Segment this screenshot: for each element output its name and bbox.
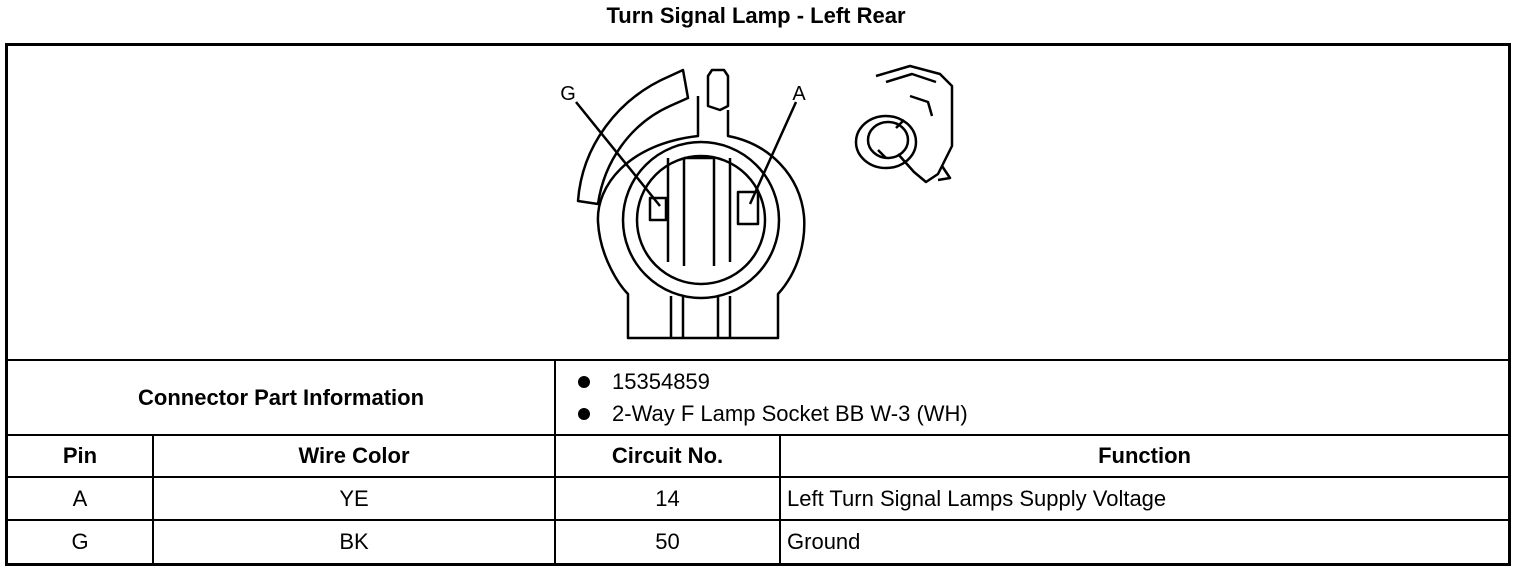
pin-label-g: G bbox=[560, 83, 576, 105]
list-item: 2-Way F Lamp Socket BB W-3 (WH) bbox=[578, 398, 1502, 430]
table-row: A YE 14 Left Turn Signal Lamps Supply Vo… bbox=[8, 476, 1509, 521]
page-title: Turn Signal Lamp - Left Rear bbox=[606, 3, 906, 28]
bullet-icon bbox=[578, 375, 591, 388]
connector-neck bbox=[669, 296, 732, 338]
connector-table: Connector Part Information 15354859 2-Wa… bbox=[8, 361, 1509, 563]
cell-wire-color: BK bbox=[151, 519, 557, 563]
connector-latch-arc bbox=[576, 68, 690, 206]
connector-part-number: 15354859 bbox=[612, 368, 710, 394]
socket-center-ribs bbox=[666, 156, 732, 266]
table-row: G BK 50 Ground bbox=[8, 519, 1509, 563]
header-wire-color: Wire Color bbox=[151, 434, 557, 478]
connector-outer-body bbox=[596, 96, 806, 340]
cell-pin: G bbox=[8, 519, 154, 563]
terminal-a bbox=[736, 190, 760, 226]
connector-description: 2-Way F Lamp Socket BB W-3 (WH) bbox=[612, 400, 968, 426]
cell-function: Ground bbox=[779, 519, 1509, 563]
cell-circuit: 50 bbox=[554, 519, 782, 563]
connector-info-label: Connector Part Information bbox=[8, 361, 557, 436]
connector-illustration: G A bbox=[560, 64, 954, 340]
list-item: 15354859 bbox=[578, 366, 1502, 398]
cell-function: Left Turn Signal Lamps Supply Voltage bbox=[779, 476, 1509, 521]
cell-wire-color: YE bbox=[151, 476, 557, 521]
connector-info-row: Connector Part Information 15354859 2-Wa… bbox=[8, 361, 1509, 436]
connector-diagram: G A bbox=[8, 46, 1508, 361]
terminal-g bbox=[648, 196, 668, 222]
leader-line-a bbox=[748, 101, 798, 205]
header-pin: Pin bbox=[8, 434, 154, 478]
cell-pin: A bbox=[8, 476, 154, 521]
socket-outer-ring bbox=[621, 140, 781, 300]
pin-label-a: A bbox=[792, 83, 806, 105]
connector-info-list: 15354859 2-Way F Lamp Socket BB W-3 (WH) bbox=[554, 361, 1509, 436]
bullet-icon bbox=[578, 407, 591, 420]
connector-perspective-view bbox=[854, 64, 954, 184]
table-header-row: Pin Wire Color Circuit No. Function bbox=[8, 434, 1509, 478]
leader-line-g bbox=[575, 101, 661, 207]
cell-circuit: 14 bbox=[554, 476, 782, 521]
socket-inner-ring bbox=[635, 154, 767, 286]
header-function: Function bbox=[779, 434, 1509, 478]
connector-top-key bbox=[706, 68, 730, 112]
header-circuit: Circuit No. bbox=[554, 434, 782, 478]
connector-sheet: G A Connector Part Information 15354859 … bbox=[5, 43, 1511, 566]
